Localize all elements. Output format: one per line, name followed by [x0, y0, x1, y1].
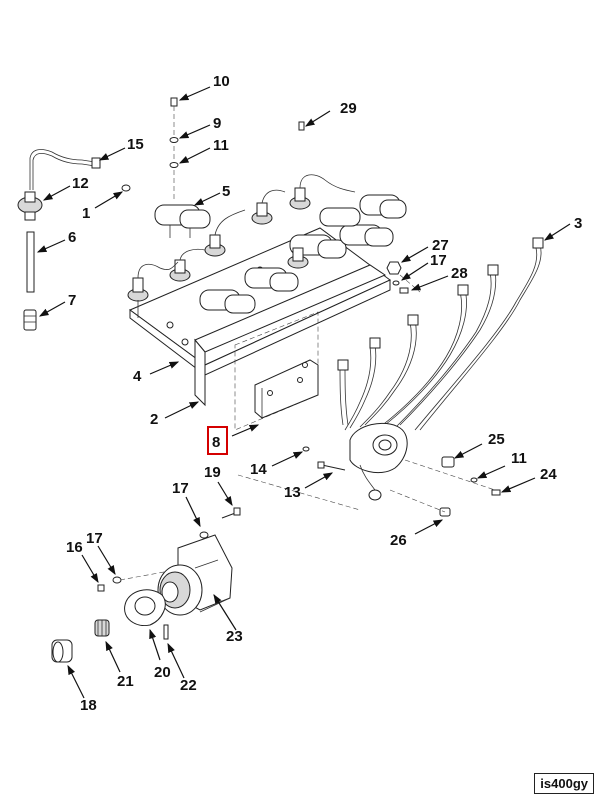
solenoid-valve [339, 224, 394, 247]
washer [169, 137, 179, 143]
fitting [441, 456, 455, 468]
callout-12: 12 [72, 175, 89, 192]
pressure-switch [204, 234, 226, 257]
callout-2: 2 [150, 411, 158, 428]
callout-9: 9 [213, 115, 221, 132]
gasket [124, 589, 166, 627]
callout-21: 21 [117, 673, 134, 690]
callout-23: 23 [226, 628, 243, 645]
callout-16: 16 [66, 539, 83, 556]
pressure-switch [289, 187, 311, 210]
tube-assembly [29, 149, 101, 190]
figure-code: is400gy [534, 773, 594, 794]
callout-29: 29 [340, 100, 357, 117]
pressure-switch [169, 259, 191, 282]
solenoid-valve [199, 289, 256, 314]
gasket-plate [194, 264, 387, 407]
callout-17: 17 [430, 252, 447, 269]
washer [199, 531, 209, 539]
callout-6: 6 [68, 229, 76, 246]
callout-26: 26 [390, 532, 407, 549]
callout-27: 27 [432, 237, 449, 254]
callout-17: 17 [172, 480, 189, 497]
highlight-box [207, 426, 228, 455]
manifold-block [254, 359, 319, 419]
callout-20: 20 [154, 664, 171, 681]
pressure-switch [127, 277, 149, 318]
screw [399, 287, 409, 294]
callout-18: 18 [80, 697, 97, 714]
solenoid-valve [244, 267, 299, 292]
callout-13: 13 [284, 484, 301, 501]
callout-19: 19 [204, 464, 221, 481]
leader-lines [36, 86, 571, 699]
washer [302, 446, 310, 452]
pressure-switch [251, 202, 273, 225]
callout-7: 7 [68, 292, 76, 309]
nut [169, 162, 179, 168]
o-ring [121, 184, 131, 192]
capillary-tubing [137, 174, 356, 279]
screw [317, 461, 346, 471]
callout-14: 14 [250, 461, 267, 478]
mounting-plate [129, 227, 391, 377]
callout-11: 11 [511, 450, 527, 467]
washer [112, 576, 122, 584]
callout-10: 10 [213, 73, 230, 90]
shaft-adapter [51, 639, 73, 663]
washer [392, 280, 400, 286]
callout-28: 28 [451, 265, 468, 282]
callout-8: 8 [212, 434, 220, 451]
callout-4: 4 [133, 368, 142, 385]
washer [470, 477, 478, 483]
solenoid-valve [359, 194, 407, 219]
nut [386, 261, 402, 275]
callout-11: 11 [213, 137, 229, 154]
tubing-bundle [337, 237, 544, 431]
screw [491, 489, 501, 496]
screw [221, 507, 241, 519]
callout-3: 3 [574, 215, 582, 232]
screw [170, 97, 178, 200]
solenoid-valve [154, 204, 211, 238]
pump-housing [157, 534, 233, 616]
callout-25: 25 [488, 431, 505, 448]
coupling [94, 619, 110, 637]
solenoid-valve [319, 207, 361, 227]
screw [97, 584, 105, 592]
callout-17: 17 [86, 530, 103, 547]
pressure-switch [287, 247, 309, 269]
screw [298, 121, 305, 131]
extension-rod [26, 231, 35, 293]
callout-24: 24 [540, 466, 557, 483]
callout-1: 1 [82, 205, 90, 222]
distribution-block [349, 422, 408, 501]
pin [163, 624, 169, 640]
callout-5: 5 [222, 183, 230, 200]
fitting [23, 309, 37, 331]
callout-15: 15 [127, 136, 144, 153]
pressure-gauge-adapter [17, 191, 43, 221]
callout-22: 22 [180, 677, 197, 694]
